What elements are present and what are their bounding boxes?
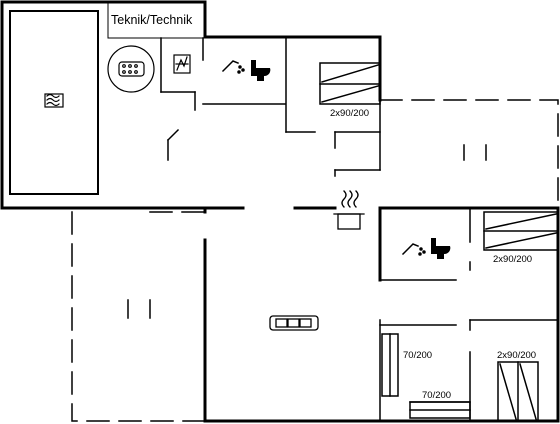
toilet-icon bbox=[251, 60, 271, 81]
bed-4-shape bbox=[381, 333, 399, 397]
kitchen-pot-icon bbox=[333, 190, 365, 230]
whirlpool-icon bbox=[107, 45, 155, 93]
pool-icon bbox=[44, 93, 64, 108]
bed-2-shape bbox=[483, 211, 559, 251]
sofa-icon bbox=[269, 315, 319, 331]
bed-size-label: 2x90/200 bbox=[330, 108, 369, 119]
technical-room-walls bbox=[107, 1, 206, 39]
bed-size-label: 70/200 bbox=[403, 350, 432, 361]
terrace-outlines bbox=[71, 99, 559, 422]
shower-icon bbox=[401, 243, 426, 256]
bed-1-shape bbox=[319, 62, 381, 105]
shower-icon bbox=[221, 60, 245, 74]
sauna-icon bbox=[173, 54, 191, 74]
bed-size-label: 2x90/200 bbox=[493, 254, 532, 265]
pool bbox=[9, 10, 99, 195]
bed-size-label: 70/200 bbox=[422, 390, 451, 401]
bed-size-label: 2x90/200 bbox=[497, 350, 536, 361]
toilet-icon bbox=[431, 238, 451, 259]
bed-5-shape bbox=[409, 401, 471, 419]
technical-room-label: Teknik/Technik bbox=[111, 13, 193, 27]
bed-3-shape bbox=[497, 361, 539, 422]
